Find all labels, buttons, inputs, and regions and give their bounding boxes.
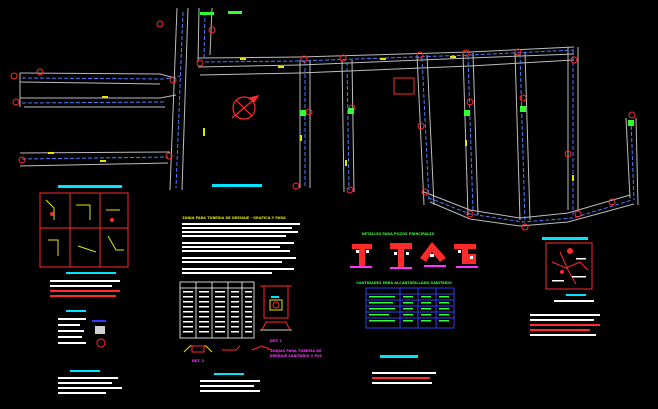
detail-grid-block [39, 185, 129, 394]
manhole-node-icon [521, 223, 529, 231]
detail-title: DETALLES PARA POZOS PRINCIPALES [362, 232, 435, 236]
manhole-node-icon [416, 51, 424, 59]
manhole-node-icon [564, 150, 572, 158]
manhole-node-icon [12, 98, 20, 106]
manhole-node-icon [292, 182, 300, 190]
network-labels [48, 11, 634, 187]
manhole-node-icon [18, 156, 26, 164]
trench-title-1: ZANJAS PARA TUBERIA DE [270, 349, 322, 353]
manhole-node-icon [208, 26, 216, 34]
manhole-node-icon [196, 59, 204, 67]
detail-caption-1: DET. 1 [270, 339, 283, 343]
trench-title-2: DRENAJE SANITARIO Y PVC [270, 354, 323, 358]
manhole-node-icon [421, 188, 429, 196]
detail-caption-2: DET. 2 [192, 359, 205, 363]
quantities-title: CANTIDADES PARA ALCANTARILLADO SANITARIO [356, 281, 452, 285]
street-network [19, 7, 639, 227]
manhole-node-icon [10, 72, 18, 80]
manhole-node-icon [514, 48, 522, 56]
manhole-node-icon [608, 198, 616, 206]
manhole-node-icon [519, 94, 527, 102]
symbols-block: DETALLES PARA POZOS PRINCIPALES CANTIDAD… [350, 232, 478, 384]
manhole-node-icon [417, 122, 425, 130]
manhole-node-icon [339, 54, 347, 62]
profile-block: ZANJA PARA TUBERIA DE DRENAJE - GRAFICA … [179, 216, 323, 392]
profile-title: ZANJA PARA TUBERIA DE DRENAJE - GRAFICA … [182, 216, 286, 220]
manhole-node-icon [574, 210, 582, 218]
manhole-node-icon [346, 186, 354, 194]
manhole-node-icon [466, 210, 474, 218]
manhole-node-icon [466, 98, 474, 106]
manhole-node-icon [570, 56, 578, 64]
manhole-node-icon [300, 55, 308, 63]
manhole-node-icon [165, 152, 173, 160]
manhole-node-icon [462, 49, 470, 57]
manhole-node-icon [36, 68, 44, 76]
manhole-node-icon [169, 76, 177, 84]
manhole-node-icon [156, 20, 164, 28]
north-arrow-icon [231, 95, 260, 120]
right-detail-block [530, 237, 600, 336]
manhole-node-icon [628, 111, 636, 119]
